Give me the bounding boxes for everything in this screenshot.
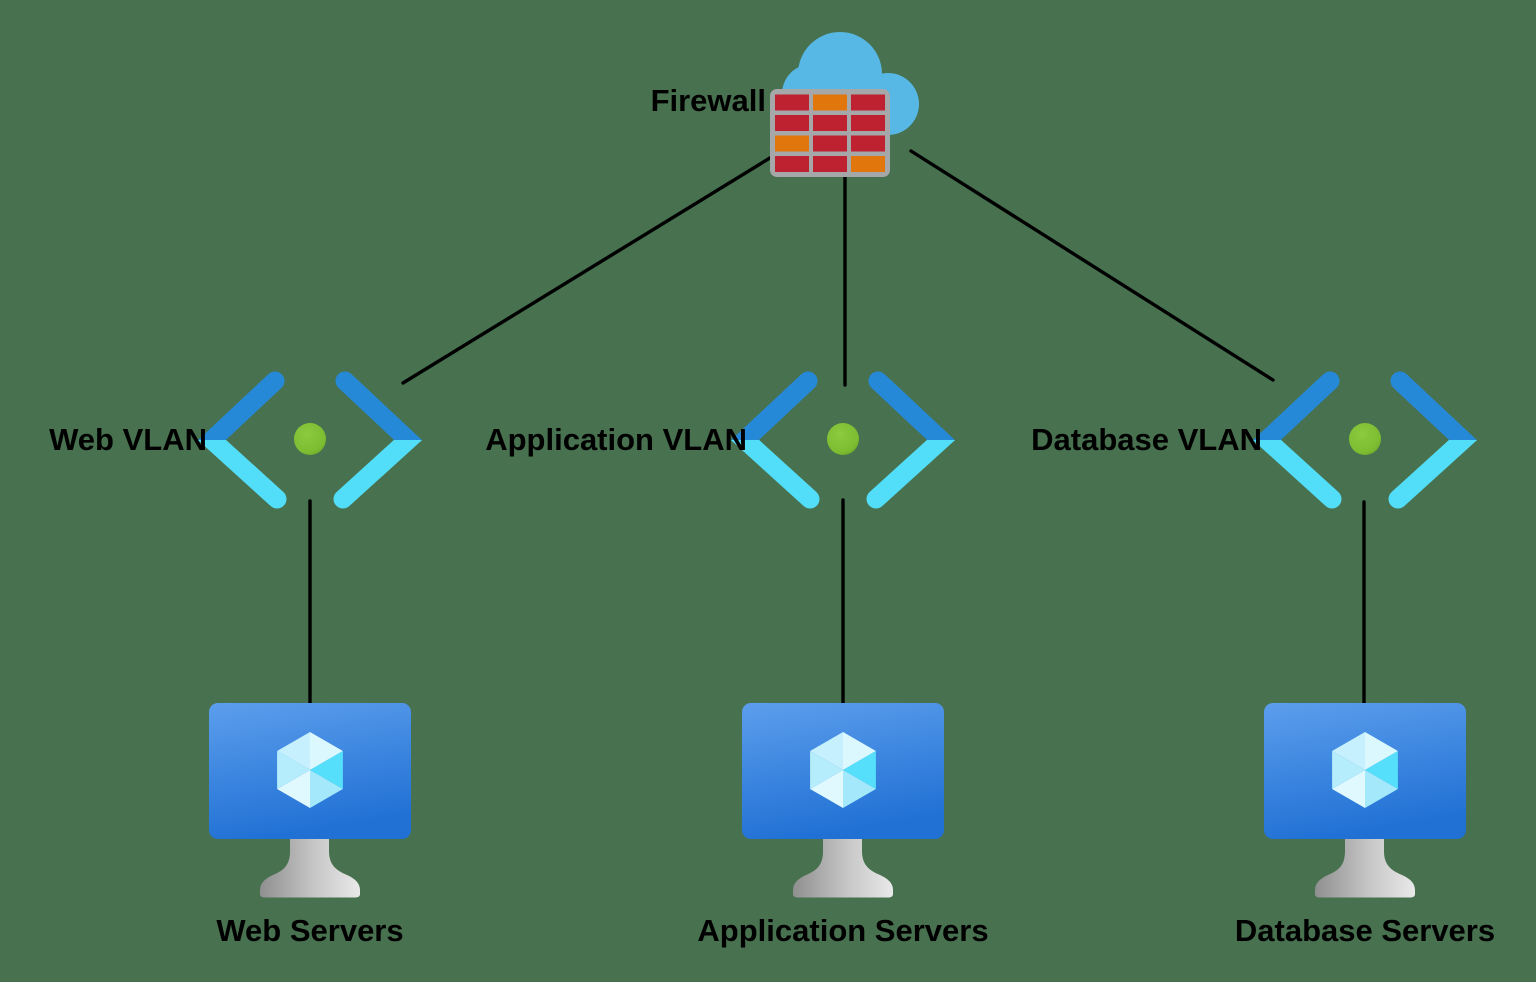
firewall-brick xyxy=(813,135,847,152)
firewall-label: Firewall xyxy=(650,83,766,118)
connector-firewall-database-vlan xyxy=(909,149,1275,382)
cube-icon xyxy=(810,732,876,808)
firewall-brick xyxy=(775,94,809,111)
cube-icon xyxy=(1332,732,1398,808)
monitor-stand xyxy=(1315,837,1415,898)
firewall-icon xyxy=(770,32,919,177)
cube-icon xyxy=(277,732,343,808)
right-chevron-icon xyxy=(1388,371,1478,509)
firewall-brick-wall xyxy=(770,89,890,177)
vm-icon-application xyxy=(742,703,944,898)
firewall-brick xyxy=(775,115,809,131)
firewall-brick xyxy=(813,94,847,111)
vm-icon-database xyxy=(1264,703,1466,898)
vm-icon-web xyxy=(209,703,411,898)
vnet-dot xyxy=(1349,423,1381,455)
right-chevron-icon xyxy=(333,371,423,509)
vnet-icon-application xyxy=(730,371,956,509)
vlan-label-database: Database VLAN xyxy=(1031,422,1262,457)
left-chevron-icon xyxy=(1252,371,1342,509)
firewall-brick xyxy=(775,135,809,152)
firewall-brick xyxy=(851,156,885,172)
left-chevron-icon xyxy=(197,371,287,509)
vnet-dot xyxy=(294,423,326,455)
server-label-web: Web Servers xyxy=(216,913,404,948)
firewall-brick xyxy=(813,156,847,172)
firewall-brick xyxy=(775,156,809,172)
monitor-stand xyxy=(793,837,893,898)
vnet-icon-database xyxy=(1252,371,1478,509)
vnet-dot xyxy=(827,423,859,455)
server-label-application: Application Servers xyxy=(697,913,989,948)
vnet-icon-web xyxy=(197,371,423,509)
right-chevron-icon xyxy=(866,371,956,509)
connector-firewall-web-vlan xyxy=(401,151,780,385)
server-label-database: Database Servers xyxy=(1234,913,1496,948)
firewall-brick xyxy=(813,115,847,131)
left-chevron-icon xyxy=(730,371,820,509)
firewall-brick xyxy=(851,94,885,111)
vlan-label-web: Web VLAN xyxy=(49,422,207,457)
firewall-brick xyxy=(851,135,885,152)
vlan-label-application: Application VLAN xyxy=(485,422,747,457)
monitor-stand xyxy=(260,837,360,898)
firewall-brick xyxy=(851,115,885,131)
